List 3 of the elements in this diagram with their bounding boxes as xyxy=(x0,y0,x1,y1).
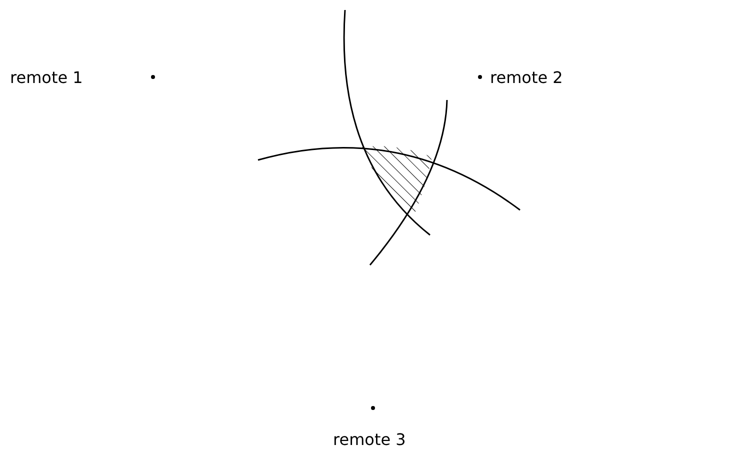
point-label: remote 3 xyxy=(333,430,406,449)
point-label: remote 2 xyxy=(490,68,563,87)
point-label: remote 1 xyxy=(10,68,83,87)
